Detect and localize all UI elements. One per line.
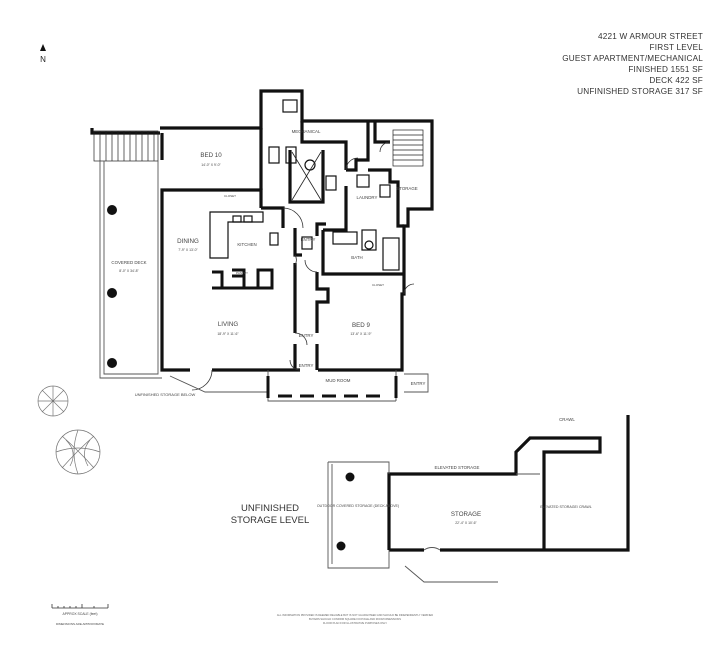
- deck-posts: [107, 205, 117, 368]
- bed9-label: BED 9: [352, 322, 370, 329]
- room-labels: BED 10 14'-0" X 9'-0" MECHANICAL STORAGE…: [111, 129, 591, 525]
- north-label: N: [40, 55, 46, 64]
- shrub-small: [37, 385, 69, 417]
- storage-level-line1: UNFINISHED: [240, 503, 300, 514]
- disclaimer-line2: BUYERS SHOULD CONFIRM SQUARE FOOTAGE AND…: [309, 618, 401, 621]
- entry-label-1: ENTRY: [301, 237, 316, 242]
- living-label: LIVING: [218, 321, 238, 328]
- outdoor-storage-label: OUTDOOR COVERED STORAGE (DECK ABOVE): [317, 504, 399, 508]
- storage-level-title: UNFINISHED STORAGE LEVEL: [226, 503, 314, 527]
- bed10-dim: 14'-0" X 9'-0": [201, 163, 221, 167]
- mud-room-walls: [266, 376, 398, 398]
- pantry-label: PANTRY: [236, 271, 248, 275]
- kitchen-counters: [209, 99, 400, 271]
- storage-posts: [336, 472, 355, 551]
- storage-level-outline: [327, 461, 540, 583]
- stairs-upper: [392, 129, 424, 167]
- storage-label: STORAGE: [451, 511, 481, 518]
- unfinished-sf-text: UNFINISHED STORAGE 317 SF: [577, 87, 703, 96]
- entry-label-4: ENTRY: [411, 381, 426, 386]
- kitchen-label: KITCHEN: [237, 242, 256, 247]
- mud-room: [169, 370, 429, 402]
- north-arrow: N: [34, 44, 52, 64]
- address-text: 4221 W ARMOUR STREET: [598, 32, 703, 41]
- property-info: 4221 W ARMOUR STREET FIRST LEVEL GUEST A…: [562, 31, 703, 97]
- exterior-walls: [90, 89, 434, 372]
- shrub-large: [55, 429, 101, 475]
- storage-level-walls: [387, 415, 630, 552]
- dining-island: [212, 268, 274, 290]
- door-swings: [191, 141, 415, 391]
- dining-label: DINING: [177, 238, 199, 245]
- north-arrow-icon: [40, 44, 46, 51]
- closet-label-2: CLOSET: [372, 283, 384, 287]
- bed10-label: BED 10: [200, 152, 222, 159]
- covered-deck-label: COVERED DECK: [111, 260, 146, 265]
- bath-label: BATH: [351, 255, 362, 260]
- mechanical-shaft: [291, 151, 322, 201]
- entry-label-3: ENTRY: [299, 363, 314, 368]
- elevated-storage-label: ELEVATED STORAGE: [435, 465, 480, 470]
- disclaimer-line1: ALL INFORMATION PROVIDED IS DEEMED RELIA…: [276, 614, 434, 617]
- bed9-dim: 13'-6" X 11'-9": [350, 332, 372, 336]
- covered-deck-dim: 8'-0" X 34'-8": [119, 269, 139, 273]
- level-text: FIRST LEVEL: [649, 43, 703, 52]
- closet-label-1: CLOSET: [224, 194, 236, 198]
- laundry-label: LAUNDRY: [357, 195, 378, 200]
- finished-sf-text: FINISHED 1551 SF: [628, 65, 703, 74]
- mud-room-label: MUD ROOM: [326, 378, 351, 383]
- elevated-storage-crawl-label: ELEVATED STORAGE/ CRAWL: [540, 505, 592, 509]
- dining-dim: 7'-9" X 13'-0": [178, 248, 198, 252]
- scale-label: APPROX SCALE (feet): [62, 612, 97, 616]
- storage-level-line2: STORAGE LEVEL: [230, 515, 310, 526]
- crawl-label: CRAWL: [559, 417, 575, 422]
- unfinished-below-label: UNFINISHED STORAGE BELOW: [135, 392, 196, 397]
- scale-labels: APPROX SCALE (feet) DIMENSIONS ARE APPRO…: [56, 612, 104, 626]
- scale-note: DIMENSIONS ARE APPROXIMATE: [56, 622, 104, 626]
- disclaimer-line3: FLOOR PLAN FOR ILLUSTRATIVE PURPOSES ONL…: [322, 622, 388, 625]
- living-dim: 18'-9" X 11'-6": [217, 332, 239, 336]
- deck-sf-text: DECK 422 SF: [649, 76, 703, 85]
- mechanical-label: MECHANICAL: [292, 129, 321, 134]
- type-text: GUEST APARTMENT/MECHANICAL: [562, 54, 703, 63]
- storage-dim: 22'-4" X 10'-6": [455, 521, 477, 525]
- stairs-deck: [93, 130, 159, 162]
- storage-upper-label: STORAGE: [396, 186, 417, 191]
- scale-bar: [51, 604, 109, 609]
- entry-label-2: ENTRY: [299, 333, 314, 338]
- disclaimer: ALL INFORMATION PROVIDED IS DEEMED RELIA…: [255, 614, 455, 626]
- covered-deck: [99, 161, 162, 379]
